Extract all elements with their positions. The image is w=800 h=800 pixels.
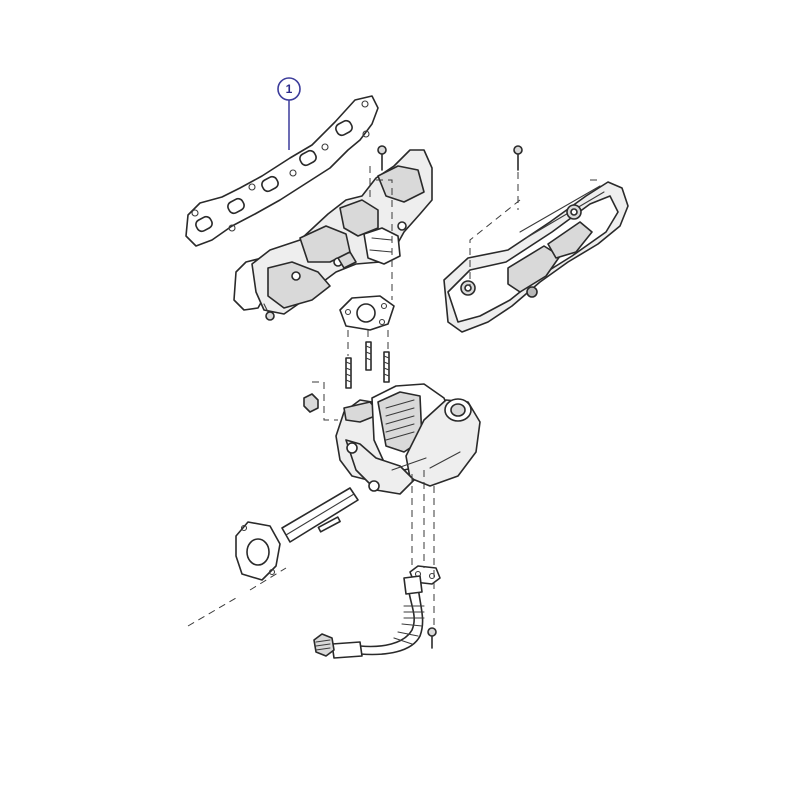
heat-shield-bolt[interactable]	[513, 145, 523, 171]
callout-1[interactable]: 1	[277, 77, 301, 150]
oil-line-bolt[interactable]	[427, 627, 437, 649]
exhaust-manifold-gasket[interactable]	[185, 95, 379, 247]
turbocharger[interactable]	[335, 383, 481, 495]
exhaust-manifold[interactable]	[233, 145, 433, 321]
nut[interactable]	[303, 393, 319, 413]
turbo-flange-gasket[interactable]	[339, 295, 395, 331]
downpipe[interactable]	[281, 487, 359, 543]
studs[interactable]	[345, 341, 390, 389]
banjo-bolt[interactable]	[313, 633, 335, 657]
callout-1-label: 1	[286, 82, 293, 96]
oil-line[interactable]	[331, 575, 425, 659]
heat-shield[interactable]	[443, 181, 629, 333]
downpipe-gasket[interactable]	[235, 521, 281, 581]
callout-1-circle	[277, 77, 301, 101]
